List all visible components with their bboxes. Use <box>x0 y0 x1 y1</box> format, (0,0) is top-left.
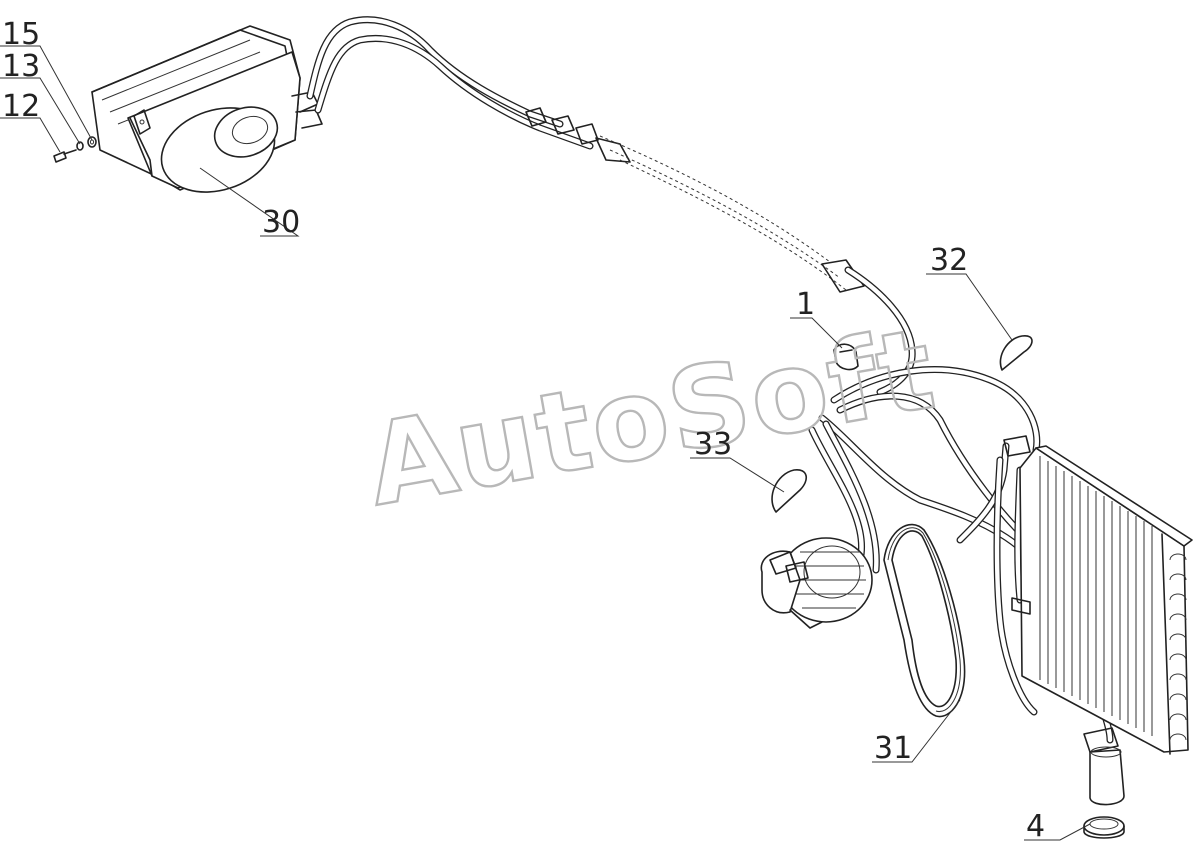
condenser-fins <box>1039 456 1153 736</box>
condenser <box>1003 435 1193 755</box>
refrigerant-hose-run <box>306 16 1130 744</box>
evaporator-unit <box>91 25 323 193</box>
callout-31: 31 <box>874 731 912 766</box>
callout-33: 33 <box>694 427 732 462</box>
receiver-drier <box>1083 727 1125 806</box>
seal-ring-4 <box>1083 816 1125 839</box>
washer-13 <box>76 141 84 151</box>
callout-1: 1 <box>796 287 815 322</box>
callout-12: 12 <box>2 89 40 124</box>
callout-4: 4 <box>1026 809 1045 844</box>
callout-32: 32 <box>930 243 968 278</box>
condenser-tube-bends <box>1169 553 1187 741</box>
fastener-group <box>53 136 97 163</box>
callout-30: 30 <box>262 205 300 240</box>
drive-belt <box>883 523 966 718</box>
callout-15: 15 <box>2 17 40 52</box>
watermark: AutoSoft <box>358 304 945 531</box>
washer-15 <box>87 136 97 148</box>
bolt-12 <box>53 149 77 163</box>
compressor <box>760 537 873 629</box>
leader-lines <box>0 45 1091 841</box>
hose-clamp-1 <box>833 343 859 371</box>
cable-tie-33 <box>771 469 807 513</box>
cable-tie-32 <box>999 335 1033 371</box>
callout-13: 13 <box>2 49 40 84</box>
